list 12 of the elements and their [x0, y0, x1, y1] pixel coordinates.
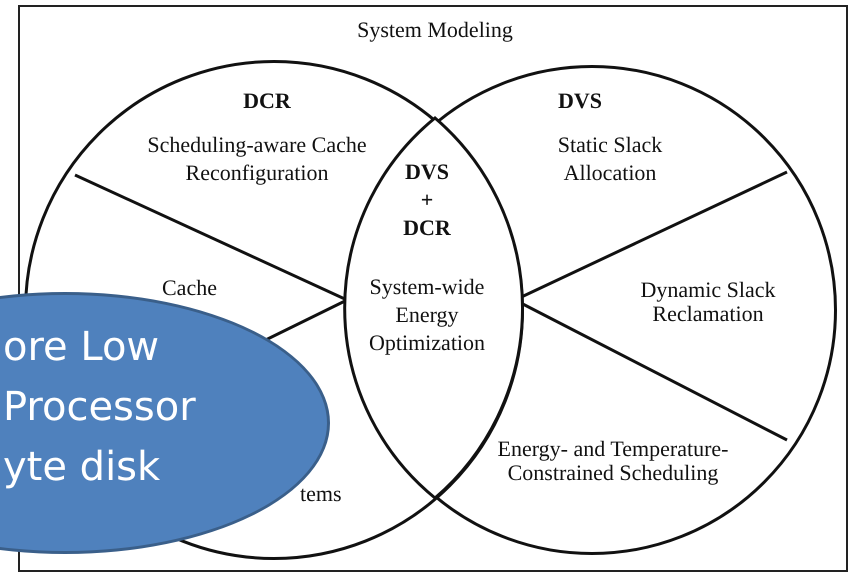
callout-text: ore Low Processor yte disk [3, 323, 197, 492]
section-text: System-wide Energy Optimization [368, 273, 486, 357]
section-text: Cache [162, 276, 218, 300]
section-text: Scheduling-aware Cache Reconfiguration [146, 131, 368, 187]
section-text: Static Slack Allocation [556, 131, 664, 187]
frame-title: System Modeling [356, 16, 514, 44]
section-heading: DVS + DCR [402, 158, 452, 242]
section-heading: DCR [242, 87, 292, 115]
section-heading: DVS [556, 87, 603, 115]
section-text: Energy- and Temperature-Constrained Scheduling [496, 437, 730, 485]
section-text: Dynamic Slack Reclamation [639, 278, 777, 326]
section-text: tems [300, 482, 343, 506]
